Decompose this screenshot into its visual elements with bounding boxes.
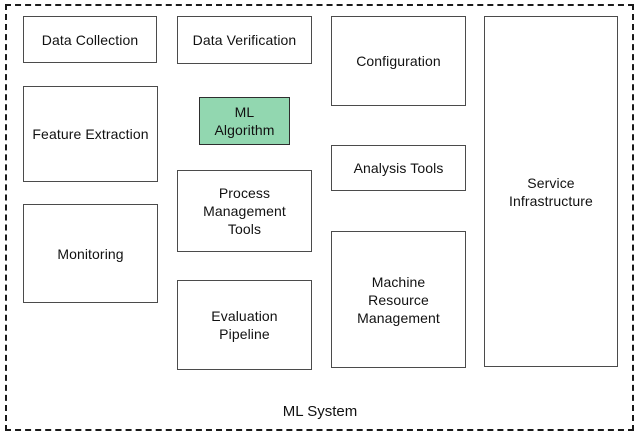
box-analysis-tools: Analysis Tools <box>331 145 466 191</box>
box-feature-extraction: Feature Extraction <box>23 86 158 182</box>
box-service-infrastructure: Service Infrastructure <box>484 16 618 367</box>
box-data-collection: Data Collection <box>23 16 157 63</box>
box-monitoring: Monitoring <box>23 204 158 303</box>
box-ml-algorithm-highlighted: ML Algorithm <box>199 97 290 145</box>
box-machine-resource-management: Machine Resource Management <box>331 231 466 368</box>
box-configuration: Configuration <box>331 16 466 106</box>
diagram-caption: ML System <box>282 403 358 420</box>
box-process-management-tools: Process Management Tools <box>177 170 312 252</box>
system-boundary-dashed-border <box>5 4 634 431</box>
box-data-verification: Data Verification <box>177 16 312 64</box>
box-evaluation-pipeline: Evaluation Pipeline <box>177 280 312 370</box>
